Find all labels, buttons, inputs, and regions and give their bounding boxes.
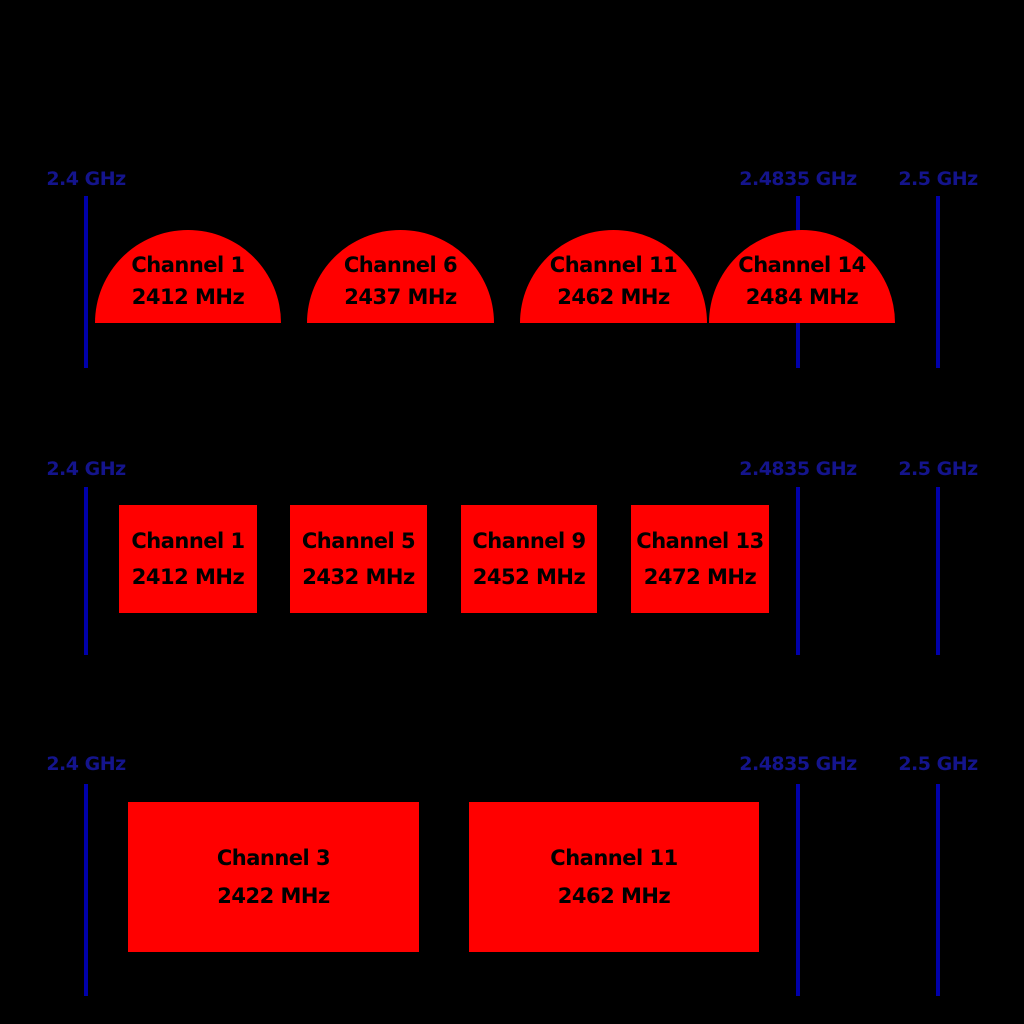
channel-dome-1: Channel 1 2412 MHz	[95, 230, 281, 323]
channel-rect-9: Channel 9 2452 MHz	[461, 505, 597, 613]
freq-marker-line	[84, 487, 88, 655]
freq-marker-line	[936, 784, 940, 996]
channel-rect-5: Channel 5 2432 MHz	[290, 505, 427, 613]
channel-frequency: 2462 MHz	[557, 884, 671, 908]
channel-name: Channel 14	[738, 253, 866, 277]
channel-wide-rect-3: Channel 3 2422 MHz	[128, 802, 419, 952]
channel-rect-13: Channel 13 2472 MHz	[631, 505, 769, 613]
channel-dome-11: Channel 11 2462 MHz	[520, 230, 707, 323]
freq-marker-label: 2.4835 GHz	[739, 168, 857, 190]
channel-frequency: 2462 MHz	[557, 285, 670, 309]
channel-name: Channel 1	[131, 253, 245, 277]
band-row-rects: 2.4 GHz 2.4835 GHz 2.5 GHz Channel 1 241…	[0, 460, 1024, 665]
channel-name: Channel 11	[550, 846, 678, 870]
channel-wide-rect-11: Channel 11 2462 MHz	[469, 802, 759, 952]
freq-marker-label: 2.4835 GHz	[739, 753, 857, 775]
freq-marker-line	[84, 196, 88, 368]
freq-marker-label: 2.5 GHz	[898, 753, 978, 775]
channel-name: Channel 1	[131, 529, 245, 553]
band-row-domes: 2.4 GHz 2.4835 GHz 2.5 GHz Channel 1 241…	[0, 170, 1024, 375]
freq-marker-line	[936, 196, 940, 368]
band-row-wide-rects: 2.4 GHz 2.4835 GHz 2.5 GHz Channel 3 242…	[0, 755, 1024, 1005]
channel-dome-6: Channel 6 2437 MHz	[307, 230, 494, 323]
channel-frequency: 2412 MHz	[131, 285, 245, 309]
freq-marker-line	[84, 784, 88, 996]
freq-marker-label: 2.5 GHz	[898, 458, 978, 480]
channel-name: Channel 11	[549, 253, 678, 277]
channel-frequency: 2437 MHz	[344, 285, 457, 309]
channel-frequency: 2422 MHz	[217, 884, 330, 908]
channel-name: Channel 13	[636, 529, 764, 553]
channel-rect-1: Channel 1 2412 MHz	[119, 505, 257, 613]
freq-marker-label: 2.4 GHz	[46, 168, 126, 190]
channel-frequency: 2412 MHz	[131, 565, 245, 589]
channel-frequency: 2472 MHz	[643, 565, 757, 589]
freq-marker-line	[936, 487, 940, 655]
freq-marker-line	[796, 487, 800, 655]
channel-frequency: 2452 MHz	[472, 565, 586, 589]
channel-dome-14: Channel 14 2484 MHz	[709, 230, 895, 323]
freq-marker-label: 2.4 GHz	[46, 458, 126, 480]
channel-name: Channel 6	[343, 253, 458, 277]
channel-name: Channel 9	[472, 529, 586, 553]
channel-name: Channel 5	[301, 529, 416, 553]
channel-name: Channel 3	[216, 846, 331, 870]
freq-marker-label: 2.4835 GHz	[739, 458, 857, 480]
channel-frequency: 2432 MHz	[302, 565, 415, 589]
freq-marker-line	[796, 784, 800, 996]
freq-marker-label: 2.4 GHz	[46, 753, 126, 775]
channel-frequency: 2484 MHz	[745, 285, 859, 309]
freq-marker-label: 2.5 GHz	[898, 168, 978, 190]
